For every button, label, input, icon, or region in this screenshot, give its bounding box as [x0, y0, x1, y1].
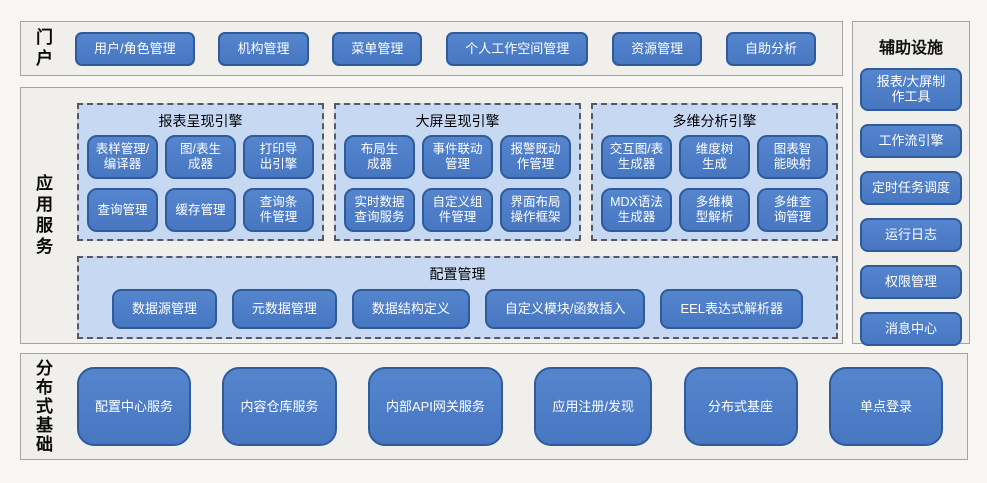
engine-module-node: 交互图/表 生成器: [601, 135, 672, 179]
engine-module-node: 报警既动 作管理: [500, 135, 571, 179]
engine-module-node: 事件联动 管理: [422, 135, 493, 179]
portal-button-row: 用户/角色管理 机构管理 菜单管理 个人工作空间管理 资源管理 自助分析: [51, 31, 842, 66]
engine-title-bigscreen: 大屏呈现引擎: [415, 113, 500, 129]
engine-group-row: 报表呈现引擎 表样管理/ 编译器 图/表生 成器 打印导 出引擎 查询管理 缓存…: [77, 103, 838, 241]
engine-box-olap: 多维分析引擎 交互图/表 生成器 维度树 生成 图表智 能映射 MDX语法 生成…: [591, 103, 838, 241]
engine-module-node: 多维模 型解析: [679, 188, 750, 232]
portal-node: 资源管理: [612, 31, 703, 66]
engine-module-node: 界面布局 操作框架: [500, 188, 571, 232]
app-services-section: 应用服务 报表呈现引擎 表样管理/ 编译器 图/表生 成器 打印导 出引擎 查询…: [20, 87, 843, 344]
portal-node: 个人工作空间管理: [446, 31, 589, 66]
engine-module-node: 打印导 出引擎: [243, 135, 314, 179]
config-node: EEL表达式解析器: [660, 289, 804, 329]
engine-module-node: 查询条 件管理: [243, 188, 314, 232]
foundation-node: 内部API网关服务: [367, 367, 503, 446]
portal-section: 门户 用户/角色管理 机构管理 菜单管理 个人工作空间管理 资源管理 自助分析: [20, 21, 843, 76]
engine-olap-grid: 交互图/表 生成器 维度树 生成 图表智 能映射 MDX语法 生成器 多维模 型…: [601, 135, 828, 232]
foundation-node: 单点登录: [828, 367, 943, 446]
engine-module-node: 多维查 询管理: [757, 188, 828, 232]
engine-module-node: 查询管理: [87, 188, 158, 232]
auxiliary-node: 报表/大屏制 作工具: [860, 68, 962, 111]
foundation-node: 配置中心服务: [77, 367, 192, 446]
engine-box-report: 报表呈现引擎 表样管理/ 编译器 图/表生 成器 打印导 出引擎 查询管理 缓存…: [77, 103, 324, 241]
engine-module-node: 缓存管理: [165, 188, 236, 232]
engine-box-bigscreen: 大屏呈现引擎 布局生 成器 事件联动 管理 报警既动 作管理 实时数据 查询服务…: [334, 103, 581, 241]
foundation-section: 分布式基础 配置中心服务 内容仓库服务 内部API网关服务 应用注册/发现 分布…: [20, 353, 968, 460]
auxiliary-node: 权限管理: [860, 264, 962, 299]
engine-module-node: 表样管理/ 编译器: [87, 135, 158, 179]
engine-module-node: 实时数据 查询服务: [344, 188, 415, 232]
auxiliary-node: 定时任务调度: [860, 170, 962, 205]
config-node: 数据源管理: [111, 289, 217, 329]
portal-node: 用户/角色管理: [75, 31, 195, 66]
auxiliary-panel-title: 辅助设施: [878, 40, 943, 57]
engine-module-node: 图表智 能映射: [757, 135, 828, 179]
auxiliary-node: 消息中心: [860, 311, 962, 346]
foundation-node: 分布式基座: [683, 367, 798, 446]
foundation-button-row: 配置中心服务 内容仓库服务 内部API网关服务 应用注册/发现 分布式基座 单点…: [51, 367, 967, 446]
portal-node: 自助分析: [725, 31, 816, 66]
config-management-title: 配置管理: [429, 266, 486, 282]
foundation-section-label: 分布式基础: [33, 359, 52, 454]
auxiliary-node: 运行日志: [860, 217, 962, 252]
engine-module-node: 图/表生 成器: [165, 135, 236, 179]
engine-module-node: MDX语法 生成器: [601, 188, 672, 232]
engine-title-report: 报表呈现引擎: [158, 113, 243, 129]
portal-node: 机构管理: [218, 31, 309, 66]
engine-module-node: 布局生 成器: [344, 135, 415, 179]
app-services-section-label: 应用服务: [33, 173, 52, 258]
foundation-node: 内容仓库服务: [222, 367, 337, 446]
portal-node: 菜单管理: [332, 31, 423, 66]
engine-bigscreen-grid: 布局生 成器 事件联动 管理 报警既动 作管理 实时数据 查询服务 自定义组 件…: [344, 135, 571, 232]
engine-module-node: 维度树 生成: [679, 135, 750, 179]
config-management-box: 配置管理 数据源管理 元数据管理 数据结构定义 自定义模块/函数插入 EEL表达…: [77, 256, 838, 339]
engine-report-grid: 表样管理/ 编译器 图/表生 成器 打印导 出引擎 查询管理 缓存管理 查询条 …: [87, 135, 314, 232]
config-button-row: 数据源管理 元数据管理 数据结构定义 自定义模块/函数插入 EEL表达式解析器: [87, 288, 828, 331]
auxiliary-panel: 辅助设施 报表/大屏制 作工具 工作流引擎 定时任务调度 运行日志 权限管理 消…: [852, 21, 970, 346]
config-node: 数据结构定义: [351, 289, 470, 329]
config-node: 元数据管理: [231, 289, 337, 329]
portal-section-label: 门户: [33, 27, 52, 70]
auxiliary-button-column: 报表/大屏制 作工具 工作流引擎 定时任务调度 运行日志 权限管理 消息中心: [860, 68, 962, 346]
engine-module-node: 自定义组 件管理: [422, 188, 493, 232]
auxiliary-node: 工作流引擎: [860, 123, 962, 158]
config-node: 自定义模块/函数插入: [484, 289, 646, 329]
engine-title-olap: 多维分析引擎: [672, 113, 757, 129]
foundation-node: 应用注册/发现: [534, 367, 653, 446]
